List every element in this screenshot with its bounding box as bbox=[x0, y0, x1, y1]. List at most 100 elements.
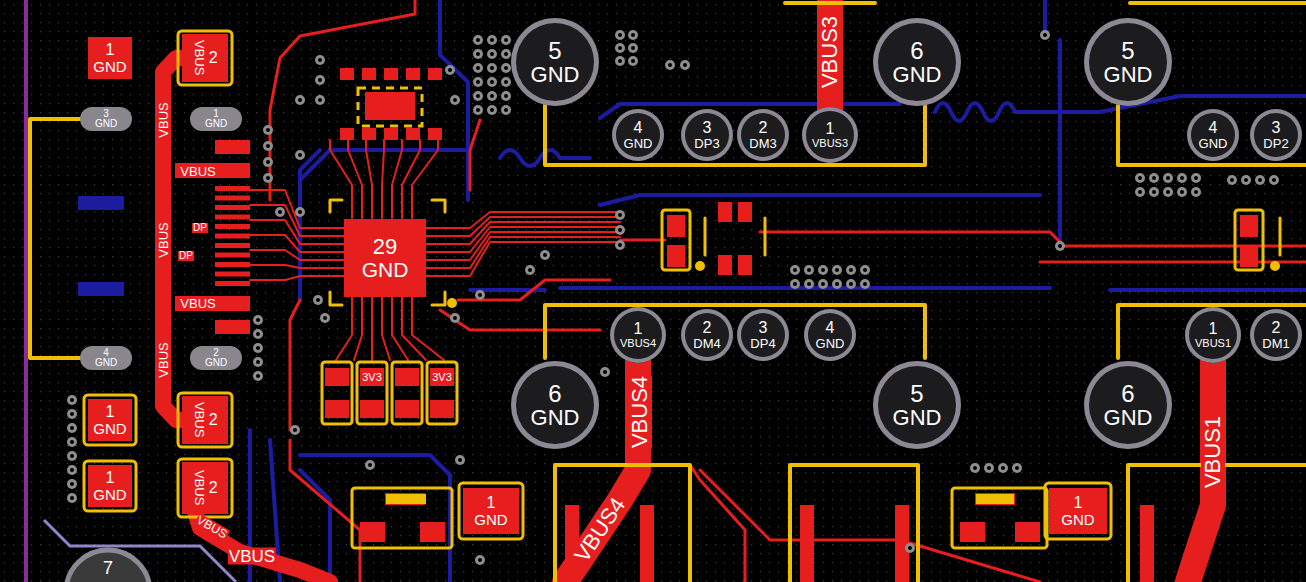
bottom-copper bbox=[250, 0, 1306, 582]
top-trace bbox=[690, 465, 745, 582]
via-hole bbox=[1180, 190, 1184, 194]
top-trace bbox=[426, 212, 620, 228]
via-ring bbox=[475, 290, 485, 300]
via bbox=[290, 425, 300, 435]
net-name: GND bbox=[1104, 63, 1153, 86]
via bbox=[295, 95, 305, 105]
via-hole bbox=[256, 332, 260, 336]
via-hole bbox=[973, 466, 977, 470]
via-ring bbox=[501, 77, 511, 87]
via bbox=[253, 315, 263, 325]
via-hole bbox=[1138, 176, 1142, 180]
silk-outline bbox=[358, 88, 422, 126]
via bbox=[905, 543, 915, 553]
via-hole bbox=[478, 558, 482, 562]
via-hole bbox=[618, 59, 622, 63]
via bbox=[501, 49, 511, 59]
copper-pad bbox=[738, 255, 752, 275]
via bbox=[628, 56, 638, 66]
via bbox=[984, 463, 994, 473]
via-ring bbox=[501, 63, 511, 73]
via bbox=[67, 465, 77, 475]
mounting-hole-pad: 5GND bbox=[1084, 18, 1172, 106]
pin-number: 3 bbox=[103, 109, 109, 119]
silk-outline bbox=[178, 393, 232, 447]
via-hole bbox=[683, 63, 687, 67]
net-label: VBUS1 bbox=[1201, 416, 1225, 488]
via bbox=[615, 43, 625, 53]
via bbox=[487, 91, 497, 101]
via bbox=[804, 279, 814, 289]
via-ring bbox=[295, 207, 305, 217]
via bbox=[1149, 187, 1159, 197]
silk-line bbox=[790, 465, 918, 582]
net-name: DM4 bbox=[693, 337, 720, 351]
via-hole bbox=[476, 38, 480, 42]
copper-pad bbox=[800, 505, 814, 582]
copper-pad bbox=[362, 68, 376, 80]
bottom-trace bbox=[1043, 0, 1047, 30]
pin-number: 3 bbox=[759, 320, 768, 337]
pin-number: 1 bbox=[213, 109, 219, 119]
via-hole bbox=[278, 210, 282, 214]
copper-pad bbox=[428, 68, 442, 80]
bottom-trace bbox=[440, 0, 468, 200]
top-trace bbox=[1040, 261, 1306, 264]
copper-pad bbox=[360, 400, 384, 418]
net-name: GND bbox=[531, 63, 580, 86]
through-hole-pin: 3DP4 bbox=[737, 309, 789, 361]
silk-line bbox=[1130, 1, 1306, 5]
copper-pad bbox=[1015, 522, 1040, 542]
via-ring bbox=[450, 95, 460, 105]
via-hole bbox=[631, 33, 635, 37]
via-hole bbox=[318, 58, 322, 62]
silk-line bbox=[555, 465, 690, 582]
copper-pad bbox=[1140, 505, 1154, 582]
via-hole bbox=[504, 38, 508, 42]
via-ring bbox=[473, 49, 483, 59]
via-ring bbox=[1163, 187, 1173, 197]
via-ring bbox=[487, 91, 497, 101]
copper-pad bbox=[215, 186, 250, 191]
copper-pad bbox=[340, 68, 354, 80]
via bbox=[67, 479, 77, 489]
via-hole bbox=[835, 268, 839, 272]
via bbox=[615, 225, 625, 235]
smd-pad: 2VBUS bbox=[182, 34, 228, 82]
pad-mark bbox=[976, 494, 1014, 504]
via bbox=[1269, 175, 1279, 185]
via-ring bbox=[253, 315, 263, 325]
via-ring bbox=[680, 60, 690, 70]
via bbox=[263, 141, 273, 151]
via bbox=[450, 95, 460, 105]
via-hole bbox=[476, 52, 480, 56]
copper-pad bbox=[175, 163, 250, 178]
via bbox=[1177, 173, 1187, 183]
via-hole bbox=[1058, 244, 1062, 248]
via bbox=[1191, 187, 1201, 197]
via bbox=[501, 91, 511, 101]
via bbox=[315, 55, 325, 65]
copper-pad bbox=[395, 368, 419, 386]
copper-pad bbox=[215, 215, 250, 220]
copper-pad bbox=[667, 245, 685, 267]
via-hole bbox=[453, 316, 457, 320]
via-hole bbox=[631, 59, 635, 63]
silk-outline bbox=[352, 488, 452, 548]
via-ring bbox=[984, 463, 994, 473]
copper-pad bbox=[975, 493, 1015, 505]
via-hole bbox=[256, 318, 260, 322]
via bbox=[67, 437, 77, 447]
via bbox=[253, 357, 263, 367]
net-name: GND bbox=[362, 259, 409, 281]
via bbox=[320, 313, 330, 323]
via-ring bbox=[540, 250, 550, 260]
via-ring bbox=[628, 43, 638, 53]
via-hole bbox=[70, 426, 74, 430]
via bbox=[501, 105, 511, 115]
via-ring bbox=[487, 63, 497, 73]
via-hole bbox=[863, 268, 867, 272]
via bbox=[275, 207, 285, 217]
via-hole bbox=[368, 463, 372, 467]
via-ring bbox=[860, 265, 870, 275]
